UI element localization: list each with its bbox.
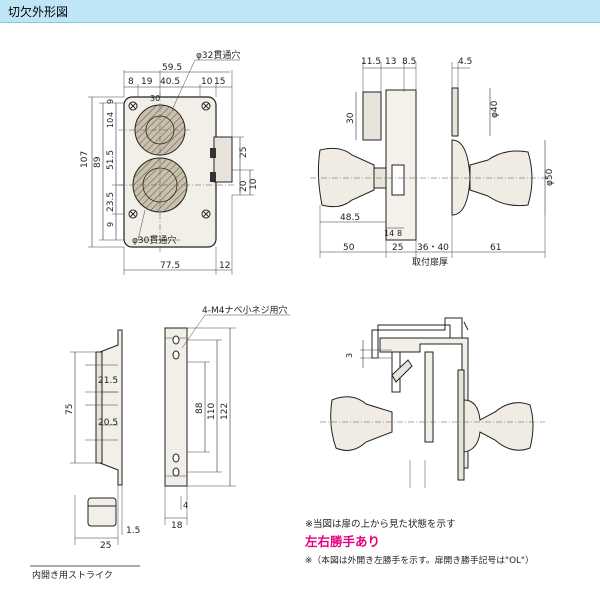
note-line-2: 左右勝手あり bbox=[304, 534, 380, 549]
fig4-dim-4: 4 bbox=[183, 501, 188, 510]
fig3-strike-view: 75 21.5 20.5 1.5 25 内開き用ストライク bbox=[30, 329, 140, 581]
notes: ※当図は扉の上から見た状態を示す 左右勝手あり ※（本図は外開き左勝手を示す。扉… bbox=[304, 518, 534, 566]
fig1-dim-9-top: 9 bbox=[106, 99, 115, 104]
left-knob bbox=[317, 147, 375, 208]
fig1-dim-12: 12 bbox=[219, 261, 230, 271]
latch-box bbox=[213, 136, 233, 183]
right-knob bbox=[469, 150, 533, 207]
note-line-3: ※（本図は外開き左勝手を示す。扉開き勝手記号は"OL"） bbox=[305, 554, 534, 566]
fig4-dim-18: 18 bbox=[171, 521, 183, 531]
fig2-knob-side-view: 11.5 13 8.5 4.5 30 φ40 φ50 48.5 14 8 50 … bbox=[310, 57, 555, 268]
fig2-dim-13: 13 bbox=[385, 57, 396, 67]
fig3-dim-75: 75 bbox=[65, 404, 75, 415]
strike-profile bbox=[99, 329, 123, 486]
screw-hole-label: 4-M4ナベ小ネジ用穴 bbox=[202, 304, 287, 316]
strike-plate bbox=[164, 327, 188, 487]
fig1-dim-107: 107 bbox=[80, 151, 90, 168]
fig2-dim-14: 14 bbox=[384, 229, 394, 238]
door-thickness-label: 取付扉厚 bbox=[412, 256, 448, 268]
fig2-dim-25: 25 bbox=[392, 243, 403, 253]
fig3-dim-20-5: 20.5 bbox=[98, 418, 118, 428]
fig1-dim-89: 89 bbox=[93, 156, 103, 168]
page-title: 切欠外形図 bbox=[8, 5, 69, 19]
right-knob-installed bbox=[463, 399, 534, 453]
fig2-dim-36-40: 36・40 bbox=[417, 243, 449, 253]
box-strike bbox=[87, 497, 117, 527]
fig4-dim-88: 88 bbox=[195, 402, 205, 414]
fig1-dim-25: 25 bbox=[239, 147, 249, 158]
fig1-dim-19: 19 bbox=[141, 77, 153, 87]
fig2-dim-11-5: 11.5 bbox=[361, 57, 381, 67]
fig1-dim-10-right: 10 bbox=[249, 178, 259, 190]
fig1-dim-4: 4 bbox=[106, 112, 115, 117]
fig2-dim-50: 50 bbox=[343, 243, 355, 253]
fig3-dim-1-5: 1.5 bbox=[126, 526, 140, 536]
fig4-strike-front-view: 4-M4ナベ小ネジ用穴 88 110 122 4 18 bbox=[164, 304, 290, 531]
fig1-dim-51-5: 51.5 bbox=[106, 150, 116, 170]
fig2-dim-48-5: 48.5 bbox=[340, 213, 360, 223]
fig1-dim-15: 15 bbox=[214, 77, 225, 87]
fig2-dim-phi40: φ40 bbox=[490, 100, 500, 118]
fig1-dim-10: 10 bbox=[201, 77, 213, 87]
hole-lower-label: φ30貫通穴 bbox=[132, 234, 176, 246]
fig1-dim-20: 20 bbox=[239, 180, 249, 192]
fig3-dim-21-5: 21.5 bbox=[98, 376, 118, 386]
fig1-dim-8: 8 bbox=[128, 77, 134, 87]
strike-caption: 内開き用ストライク bbox=[32, 569, 113, 581]
fig2-dim-4-5: 4.5 bbox=[458, 57, 472, 67]
screw-marks bbox=[128, 101, 211, 219]
title-bar: 切欠外形図 bbox=[0, 0, 600, 23]
hole-upper-label: φ32貫通穴 bbox=[196, 49, 240, 61]
fig4-dim-122: 122 bbox=[220, 403, 230, 420]
fig1-dim-9-bottom: 9 bbox=[106, 222, 115, 227]
note-line-1: ※当図は扉の上から見た状態を示す bbox=[305, 518, 455, 530]
fig4-dim-110: 110 bbox=[207, 403, 217, 420]
fig1-dim-40-5: 40.5 bbox=[160, 77, 180, 87]
fig1-cutout-view: 59.5 8 19 40.5 10 15 φ32貫通穴 107 89 4 10 … bbox=[80, 49, 259, 275]
fig3-dim-25: 25 bbox=[100, 541, 111, 551]
fig5-installed-top-view: 3 bbox=[320, 317, 545, 488]
fig1-inner-30: 30 bbox=[150, 94, 160, 103]
left-knob-installed bbox=[330, 396, 393, 451]
fig2-dim-8-5: 8.5 bbox=[402, 57, 416, 67]
fig1-dim-77-5: 77.5 bbox=[160, 261, 180, 271]
fig5-dim-3: 3 bbox=[345, 353, 354, 358]
fig1-dim-59-5: 59.5 bbox=[162, 63, 182, 73]
fig2-dim-61: 61 bbox=[490, 243, 501, 253]
fig2-dim-30: 30 bbox=[346, 112, 356, 124]
fig2-dim-8: 8 bbox=[397, 229, 402, 238]
fig2-dim-phi50: φ50 bbox=[545, 168, 555, 186]
fig1-dim-23-5: 23.5 bbox=[106, 192, 116, 212]
fig1-dim-10-left: 10 bbox=[106, 118, 115, 128]
